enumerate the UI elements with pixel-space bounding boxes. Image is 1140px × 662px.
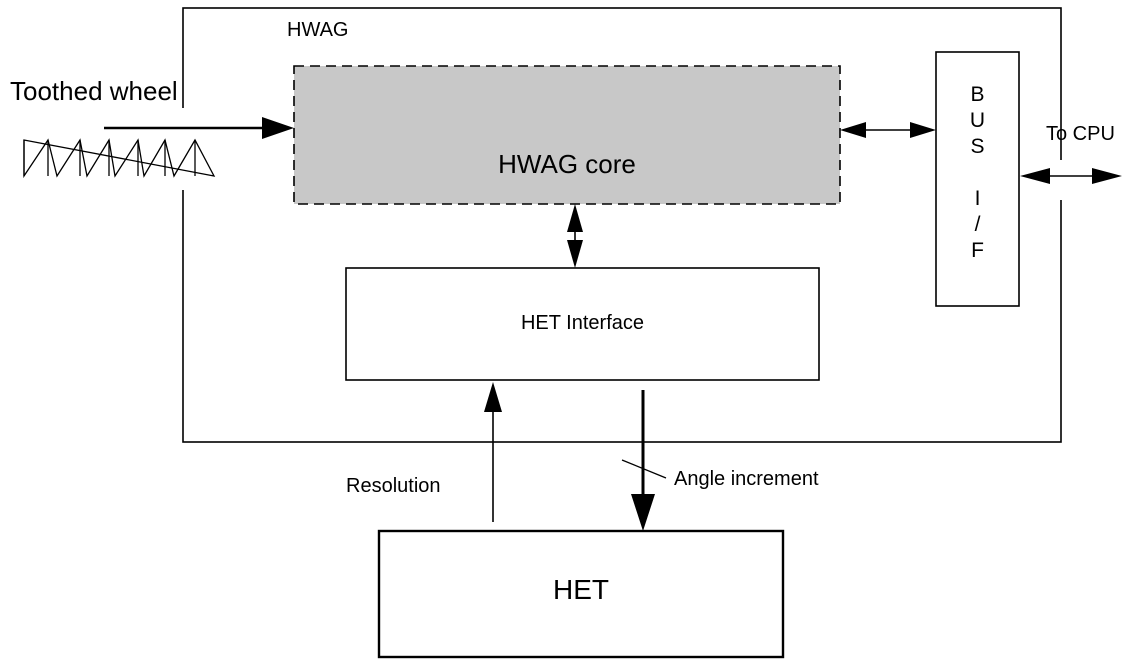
het-interface-block	[345, 267, 820, 381]
bus-if-block	[935, 51, 1020, 307]
bus-cpu-arrowhead-right	[1092, 168, 1122, 184]
bus-width-slash	[621, 459, 667, 479]
resolution-arrowhead	[484, 382, 502, 412]
toothed-wheel-label: Toothed wheel	[10, 76, 178, 106]
bus-if-spacer	[936, 160, 1019, 186]
core-bus-arrowhead-right	[910, 122, 936, 138]
core-bus-arrowhead-left	[840, 122, 866, 138]
hwag-core-label: HWAG core	[498, 149, 636, 179]
hwag-module-frame	[182, 7, 1062, 443]
hwag-module-label: HWAG	[287, 19, 349, 41]
frame-gap-left	[178, 108, 188, 190]
core-hetif-arrowhead-up	[567, 204, 583, 232]
bus-if-letter-f: F	[971, 239, 984, 262]
to-cpu-label: To CPU	[1046, 123, 1115, 145]
bus-if-letter-s: S	[970, 135, 985, 158]
bus-cpu-arrowhead-left	[1020, 168, 1050, 184]
bus-if-letter-i: I	[974, 187, 981, 210]
wheel-input-arrowhead	[262, 117, 294, 139]
bus-if-letter-u: U	[969, 109, 986, 132]
bus-if-letter-b: B	[970, 83, 985, 106]
angle-increment-label: Angle increment	[674, 468, 819, 490]
hwag-core-block	[293, 65, 841, 205]
het-label: HET	[553, 574, 609, 605]
toothed-wheel-waveform-outline	[23, 140, 196, 176]
resolution-label: Resolution	[346, 475, 441, 497]
frame-gap-right	[1056, 160, 1066, 200]
toothed-wheel-waveform-icon	[23, 138, 216, 179]
bus-if-label: B U S I / F	[936, 82, 1019, 264]
bus-if-slash: /	[974, 213, 981, 236]
het-block	[377, 529, 785, 659]
angle-increment-arrowhead	[631, 494, 655, 531]
core-hetif-arrowhead-down	[567, 240, 583, 268]
het-interface-label: HET Interface	[520, 312, 645, 334]
